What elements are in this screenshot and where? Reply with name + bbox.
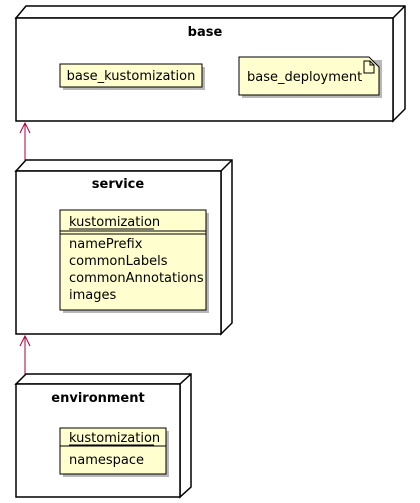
service-class-name: kustomization [69,215,160,230]
edge-environment-to-service [19,334,31,381]
document-icon [363,60,375,74]
base-kustomization-label: base_kustomization [67,69,196,84]
service-field: commonLabels [69,254,168,269]
service-field: namePrefix [69,237,143,252]
service-field: commonAnnotations [69,271,204,286]
service-kustomization-class: kustomization namePrefix commonLabels co… [59,209,209,313]
environment-kustomization-class: kustomization namespace [59,427,169,477]
node-base: base base_kustomization base_deployment [14,5,406,123]
node-environment-title: environment [51,391,144,406]
node-environment: environment kustomization namespace [14,373,192,499]
node-service: service kustomization namePrefix commonL… [14,159,233,336]
base-kustomization-box: base_kustomization [59,63,205,90]
service-field: images [69,288,116,303]
base-deployment-artifact: base_deployment [238,56,382,98]
node-base-title: base [188,25,223,40]
base-deployment-label: base_deployment [247,70,362,85]
environment-field: namespace [69,453,144,468]
node-service-title: service [92,177,145,192]
environment-class-name: kustomization [69,431,160,446]
